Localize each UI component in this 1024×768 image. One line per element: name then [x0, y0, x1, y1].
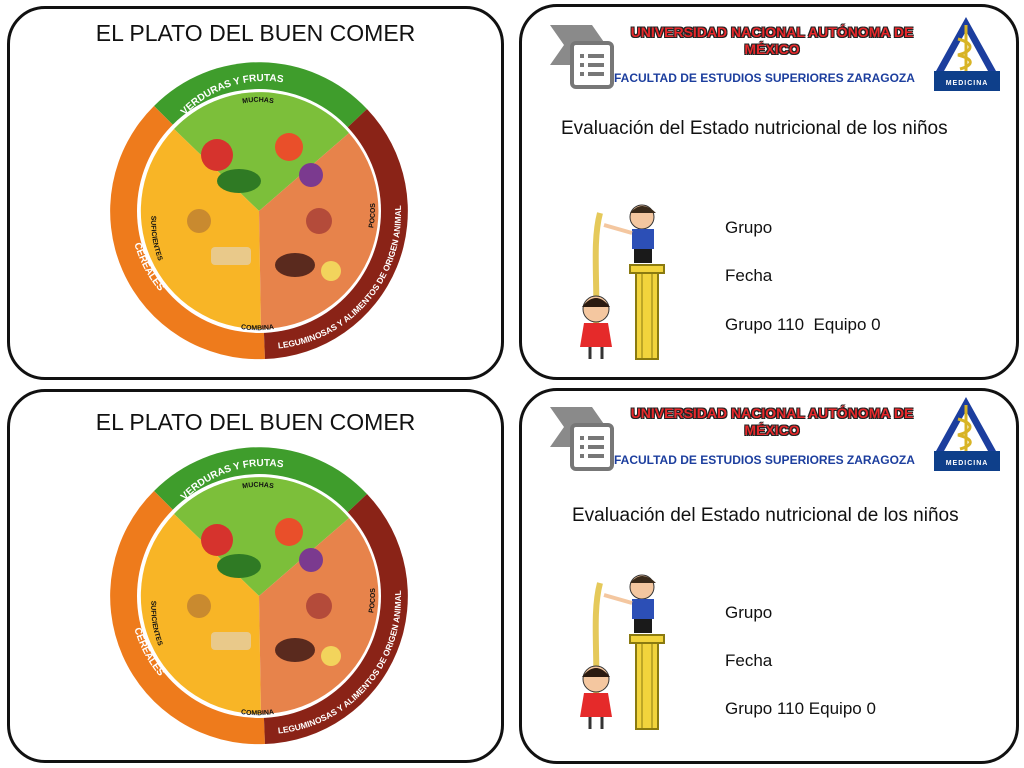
document-icon — [550, 407, 614, 471]
logo-text: MEDICINA — [946, 460, 989, 467]
grupo-label: Grupo — [725, 603, 773, 622]
label-combina: COMBINA — [241, 709, 275, 717]
logo-text: MEDICINA — [946, 80, 989, 87]
unam-medicina-logo: MEDICINA — [934, 17, 1000, 91]
plato-del-buen-comer-image: VERDURAS Y FRUTAS MUCHAS CEREALES SUFICI… — [110, 447, 408, 745]
university-name: UNIVERSIDAD NACIONAL AUTÓNOMA DE MÉXICO — [630, 24, 914, 57]
svg-text:MUCHAS: MUCHAS — [242, 97, 275, 106]
plate-title: EL PLATO DEL BUEN COMER — [95, 20, 416, 46]
label-combina: COMBINA — [241, 324, 275, 332]
plate-card-top: EL PLATO DEL BUEN COMER VERDURAS Y FRUTA… — [7, 6, 504, 380]
faculty-name: FACULTAD DE ESTUDIOS SUPERIORES ZARAGOZA — [614, 453, 915, 467]
label-pocos: POCOS — [368, 203, 377, 229]
children-measuring-height-illustration — [580, 574, 665, 730]
label-muchas: MUCHAS — [242, 482, 275, 491]
label-muchas: MUCHAS — [242, 97, 275, 106]
fecha-label: Fecha — [725, 651, 773, 670]
svg-text:POCOS: POCOS — [368, 203, 377, 229]
label-pocos: POCOS — [368, 588, 377, 614]
plato-del-buen-comer-image: VERDURAS Y FRUTAS MUCHAS CEREALES SUFICI… — [110, 62, 408, 360]
svg-text:POCOS: POCOS — [368, 588, 377, 614]
eval-card-top: UNIVERSIDAD NACIONAL AUTÓNOMA DE MÉXICO … — [519, 4, 1019, 380]
grupo-label: Grupo — [725, 218, 773, 237]
fecha-label: Fecha — [725, 266, 773, 285]
eval-card-bottom: UNIVERSIDAD NACIONAL AUTÓNOMA DE MÉXICO … — [519, 388, 1019, 764]
university-name: UNIVERSIDAD NACIONAL AUTÓNOMA DE MÉXICO — [630, 405, 914, 438]
plate-card-bottom: EL PLATO DEL BUEN COMER VERDURAS Y FRUTA… — [7, 389, 504, 763]
grupo-equipo-label: Grupo 110 Equipo 0 — [725, 315, 881, 334]
document-icon — [550, 25, 614, 89]
children-measuring-height-illustration — [580, 204, 665, 360]
svg-text:MUCHAS: MUCHAS — [242, 482, 275, 491]
faculty-name: FACULTAD DE ESTUDIOS SUPERIORES ZARAGOZA — [614, 71, 915, 85]
svg-text:COMBINA: COMBINA — [241, 324, 275, 332]
evaluation-title: Evaluación del Estado nutricional de los… — [572, 505, 959, 526]
svg-text:COMBINA: COMBINA — [241, 709, 275, 717]
evaluation-title: Evaluación del Estado nutricional de los… — [561, 118, 948, 139]
grupo-equipo-label: Grupo 110 Equipo 0 — [725, 699, 876, 718]
unam-medicina-logo: MEDICINA — [934, 397, 1000, 471]
plate-title: EL PLATO DEL BUEN COMER — [95, 409, 416, 435]
